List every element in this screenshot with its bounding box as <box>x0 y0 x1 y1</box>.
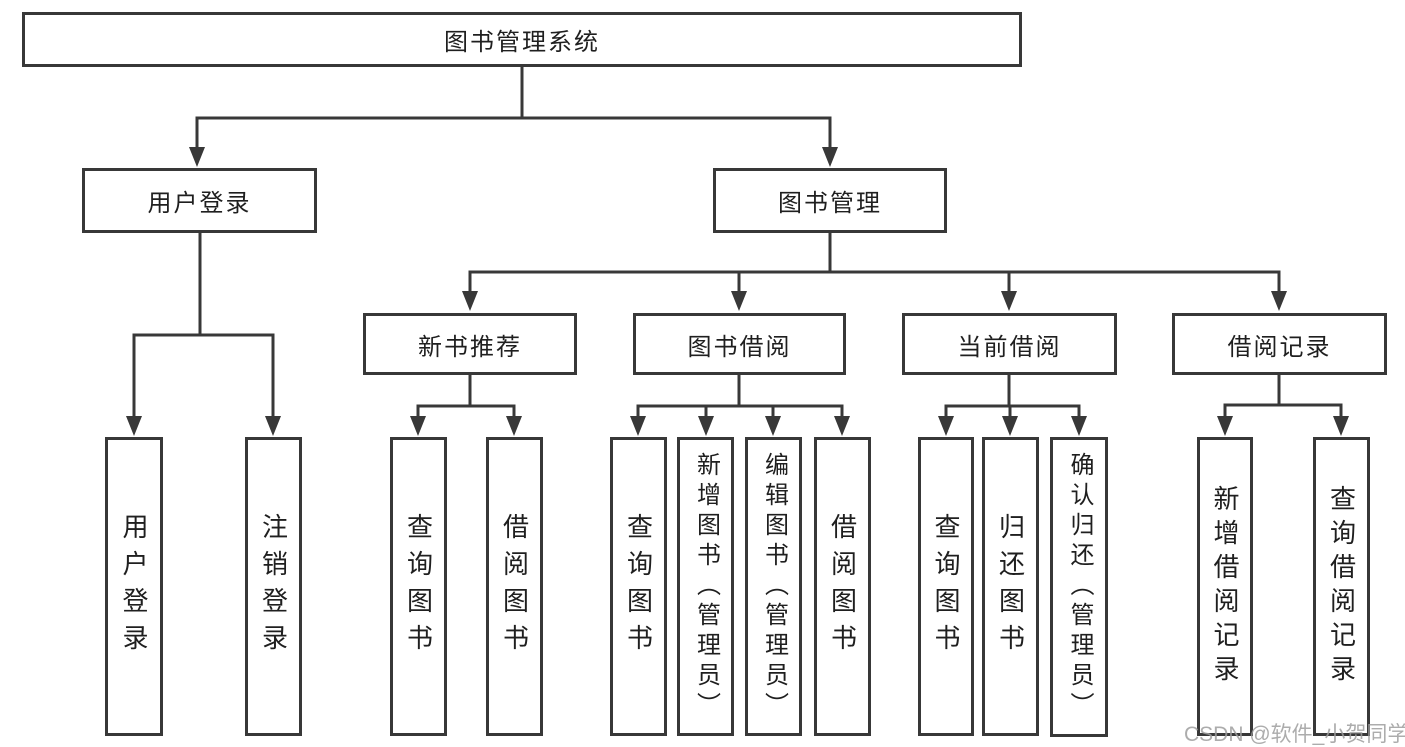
leaf-user-login-label: 用户登录 <box>119 512 149 661</box>
leaf-query-borrow-record: 查询借阅记录 <box>1313 437 1370 736</box>
node-book-borrowing: 图书借阅 <box>633 313 846 375</box>
leaf-return-books-label: 归还图书 <box>995 512 1026 661</box>
watermark: CSDN @软件_小贺同学 <box>1184 723 1405 746</box>
leaf-add-borrow-record: 新增借阅记录 <box>1197 437 1253 736</box>
node-borrowing-records-label: 借阅记录 <box>1227 333 1332 361</box>
leaf-borrow-books-borrowing-label: 借阅图书 <box>827 512 858 661</box>
leaf-borrow-books-recommend: 借阅图书 <box>486 437 543 736</box>
leaf-borrow-books-recommend-label: 借阅图书 <box>499 512 530 661</box>
node-borrowing-records: 借阅记录 <box>1172 313 1387 375</box>
node-user-login: 用户登录 <box>82 168 317 233</box>
node-library-system: 图书管理系统 <box>22 12 1022 67</box>
leaf-confirm-return-admin: 确认归还（管理员） <box>1050 437 1108 737</box>
leaf-add-borrow-record-label: 新增借阅记录 <box>1210 484 1240 689</box>
leaf-query-books-borrowing: 查询图书 <box>610 437 667 736</box>
leaf-edit-books-admin-label: 编辑图书（管理员） <box>760 451 788 722</box>
node-book-management: 图书管理 <box>713 168 947 233</box>
arrowheads <box>126 147 1349 436</box>
leaf-user-login: 用户登录 <box>105 437 163 736</box>
leaf-query-books-current-label: 查询图书 <box>931 512 961 661</box>
leaf-query-books-current: 查询图书 <box>918 437 974 736</box>
node-user-login-label: 用户登录 <box>147 190 252 217</box>
leaf-query-books-borrowing-label: 查询图书 <box>623 512 654 661</box>
leaf-add-books-admin: 新增图书（管理员） <box>677 437 734 736</box>
leaf-query-books-recommend-label: 查询图书 <box>403 512 434 661</box>
node-current-borrowing: 当前借阅 <box>902 313 1117 375</box>
node-new-book-recommend: 新书推荐 <box>363 313 577 375</box>
leaf-add-books-admin-label: 新增图书（管理员） <box>692 451 720 722</box>
leaf-logout-label: 注销登录 <box>258 512 289 661</box>
leaf-edit-books-admin: 编辑图书（管理员） <box>745 437 802 736</box>
node-book-borrowing-label: 图书借阅 <box>687 333 792 361</box>
node-new-book-recommend-label: 新书推荐 <box>418 333 522 361</box>
leaf-logout: 注销登录 <box>245 437 302 736</box>
node-current-borrowing-label: 当前借阅 <box>957 333 1062 361</box>
leaf-return-books: 归还图书 <box>982 437 1039 736</box>
leaf-borrow-books-borrowing: 借阅图书 <box>814 437 871 736</box>
leaf-query-books-recommend: 查询图书 <box>390 437 447 736</box>
leaf-query-borrow-record-label: 查询借阅记录 <box>1326 484 1357 689</box>
node-library-system-label: 图书管理系统 <box>444 29 600 56</box>
node-book-management-label: 图书管理 <box>778 190 882 217</box>
leaf-confirm-return-admin-label: 确认归还（管理员） <box>1066 452 1093 722</box>
